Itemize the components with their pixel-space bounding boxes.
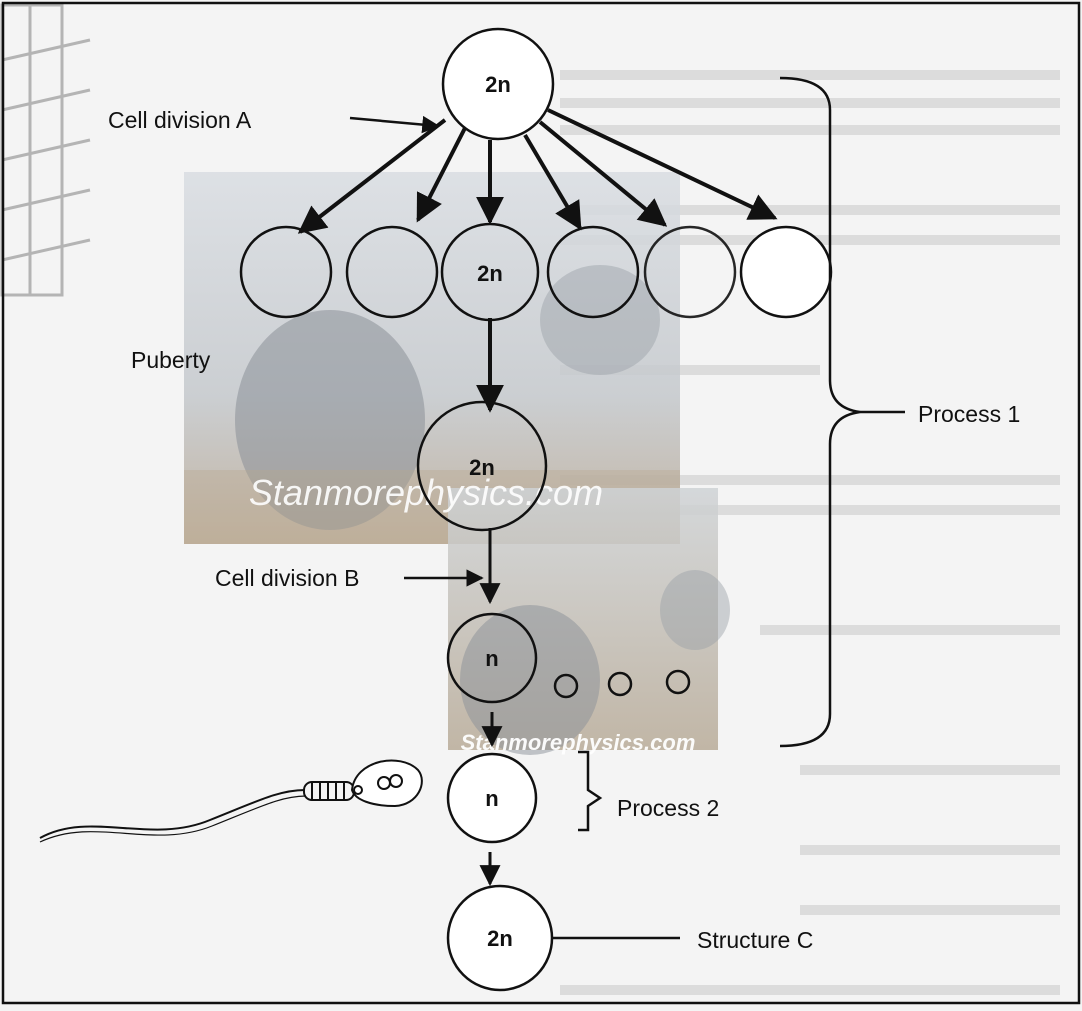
arrow (416, 127, 467, 223)
label-cell-division-a: Cell division A (108, 107, 252, 133)
cell-row (739, 225, 833, 319)
division-arrows (297, 108, 778, 234)
building-watermark (0, 3, 91, 297)
cell-spermatid (446, 752, 538, 844)
arrow (547, 108, 778, 220)
sperm-icon (39, 759, 423, 843)
arrow (297, 118, 447, 234)
cell-label: 2n (477, 261, 503, 286)
cell-zygote (446, 884, 554, 992)
label-process-2: Process 2 (617, 795, 719, 821)
cell-haploid (446, 612, 538, 704)
cell-top (441, 27, 555, 141)
process-2-bracket (578, 750, 603, 832)
cell-row (345, 225, 439, 319)
cell-row-center (440, 222, 540, 322)
pot-shape (235, 310, 425, 530)
label-process-1: Process 1 (918, 401, 1020, 427)
cell-row (643, 225, 737, 319)
pot-shape (540, 265, 660, 375)
pot-shape (660, 570, 730, 650)
cell-label: 2n (485, 72, 511, 97)
arrow (538, 120, 668, 227)
cell-primary (416, 400, 548, 532)
small-cell (665, 669, 691, 695)
small-cell (607, 671, 633, 697)
cell-label: 2n (469, 455, 495, 480)
cell-row (546, 225, 640, 319)
label-structure-c: Structure C (697, 927, 813, 953)
cell-label: n (485, 786, 498, 811)
photo-overlay-second (448, 488, 730, 755)
cell-row (239, 225, 333, 319)
label-puberty: Puberty (131, 347, 211, 373)
label-cell-division-b: Cell division B (215, 565, 359, 591)
cell-label: 2n (487, 926, 513, 951)
cell-label: n (485, 646, 498, 671)
process-1-bracket (779, 76, 861, 748)
small-cell (553, 673, 579, 699)
arrow-cell-division-a (349, 115, 440, 134)
watermark-text: Stanmorephysics.com (249, 472, 603, 513)
arrow (523, 133, 582, 231)
